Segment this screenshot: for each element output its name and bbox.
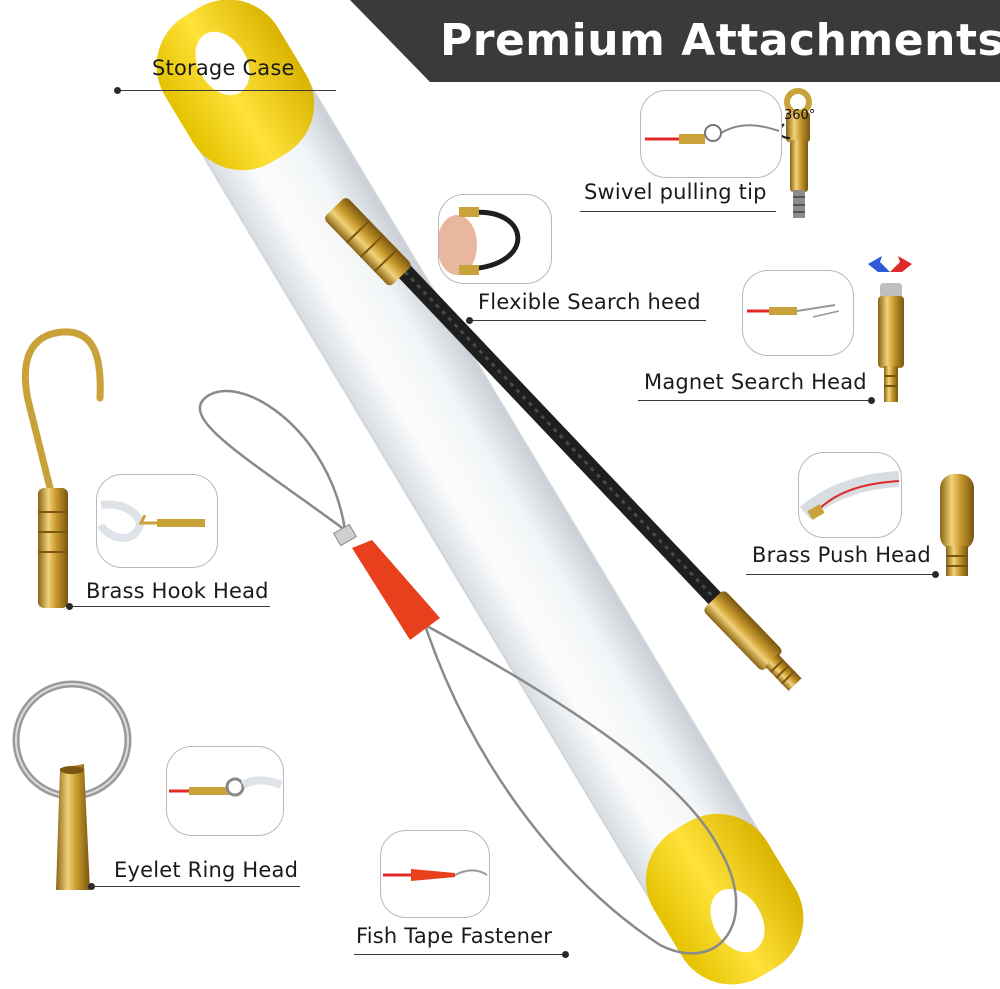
storage-case-top-cap xyxy=(156,0,315,171)
underline-fish-tape-fastener xyxy=(354,954,566,955)
underline-eyelet-ring-head xyxy=(92,886,300,887)
callout-dot-flexible-search-head xyxy=(466,317,473,324)
underline-storage-case xyxy=(118,90,336,91)
label-swivel-pulling-tip: Swivel pulling tip xyxy=(584,180,767,204)
eyelet-ring-head-part xyxy=(12,680,132,890)
label-flexible-search-head: Flexible Search heed xyxy=(478,290,701,314)
magnet-search-head-part xyxy=(868,256,912,402)
callout-dot-brass-push-head xyxy=(932,571,939,578)
label-brass-push-head: Brass Push Head xyxy=(752,543,931,567)
label-storage-case: Storage Case xyxy=(152,56,295,80)
fish-tape-fastener-assembly xyxy=(198,389,738,955)
brass-hook-head-part xyxy=(21,328,104,608)
callout-dot-fish-tape-fastener xyxy=(562,951,569,958)
callout-dot-storage-case xyxy=(114,87,121,94)
underline-swivel-pulling-tip xyxy=(580,211,776,212)
storage-case xyxy=(156,0,804,985)
callout-dot-brass-hook-head xyxy=(66,603,73,610)
push-head-detail-inset xyxy=(798,452,902,538)
flexible-search-head-rod xyxy=(325,198,802,691)
swivel-pulling-tip-part xyxy=(778,88,812,218)
callout-dot-eyelet-ring-head xyxy=(88,883,95,890)
fastener-detail-inset xyxy=(380,830,490,918)
storage-case-bottom-cap xyxy=(645,813,804,985)
title-banner xyxy=(350,0,1000,82)
callout-dot-magnet-search-head xyxy=(868,397,875,404)
swivel-degree-label: 360° xyxy=(784,108,816,123)
magnet-head-detail-inset xyxy=(742,270,854,356)
underline-magnet-search-head xyxy=(638,400,872,401)
underline-brass-hook-head xyxy=(70,606,270,607)
underline-flexible-search-head xyxy=(470,320,706,321)
underline-brass-push-head xyxy=(746,574,936,575)
hook-head-detail-inset xyxy=(96,474,218,568)
label-brass-hook-head: Brass Hook Head xyxy=(86,579,269,603)
label-magnet-search-head: Magnet Search Head xyxy=(644,370,867,394)
label-eyelet-ring-head: Eyelet Ring Head xyxy=(114,858,299,882)
eyelet-head-detail-inset xyxy=(166,746,284,836)
swivel-tip-detail-inset xyxy=(640,90,782,178)
banner-title: Premium Attachments xyxy=(440,15,1000,66)
flexible-head-detail-inset xyxy=(438,194,552,284)
brass-push-head-part xyxy=(940,474,974,576)
label-fish-tape-fastener: Fish Tape Fastener xyxy=(356,924,553,948)
